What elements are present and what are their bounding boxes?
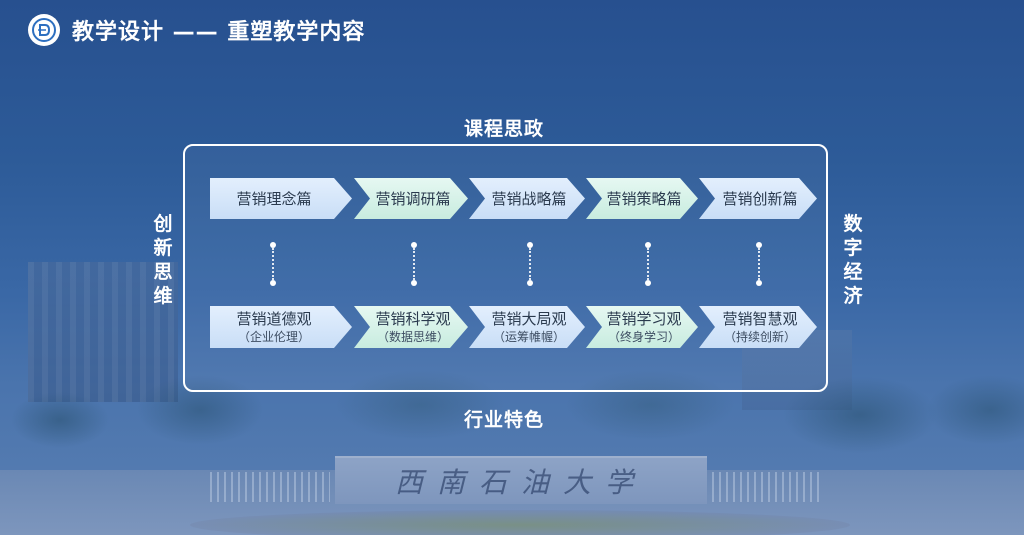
chapter-label: 营销创新篇	[722, 189, 798, 208]
chapter-label: 营销理念篇	[236, 189, 312, 208]
value-label: 营销科学观	[375, 309, 451, 328]
value-sublabel: （数据思维）	[376, 329, 449, 344]
chapter-label: 营销调研篇	[375, 189, 451, 208]
dotted-connector-3	[527, 242, 533, 286]
chapter-arrow-5: 营销创新篇	[699, 178, 817, 219]
slide-header: 教学设计 —— 重塑教学内容	[28, 14, 365, 46]
university-logo-icon	[28, 14, 60, 46]
value-sublabel: （运筹帷幄）	[492, 329, 565, 344]
value-arrow-2: 营销科学观 （数据思维）	[354, 306, 468, 348]
dotted-connector-4	[645, 242, 651, 286]
value-sublabel: （企业伦理）	[237, 329, 310, 344]
value-label: 营销学习观	[606, 309, 682, 328]
university-sign-text: 西南石油大学	[394, 466, 647, 499]
dotted-connector-2	[411, 242, 417, 286]
value-label: 营销道德观	[236, 309, 312, 328]
label-bottom: 行业特色	[464, 409, 545, 431]
chapter-arrow-1: 营销理念篇	[210, 178, 352, 219]
value-arrow-3: 营销大局观 （运筹帷幄）	[469, 306, 585, 348]
label-top: 课程思政	[464, 118, 545, 140]
value-label: 营销智慧观	[722, 309, 798, 328]
background-flowerbed	[190, 510, 850, 535]
background-fence-right	[712, 472, 822, 502]
value-arrow-4: 营销学习观 （终身学习）	[586, 306, 698, 348]
chapter-arrow-3: 营销战略篇	[469, 178, 585, 219]
value-sublabel: （持续创新）	[723, 329, 796, 344]
chapter-label: 营销战略篇	[491, 189, 567, 208]
university-sign-wall: 西南石油大学	[335, 456, 707, 504]
chapter-label: 营销策略篇	[606, 189, 682, 208]
background-trees	[0, 360, 1024, 470]
page-title: 教学设计 —— 重塑教学内容	[72, 20, 366, 45]
value-sublabel: （终身学习）	[607, 329, 680, 344]
label-left: 创新思维	[153, 213, 173, 307]
background-fence-left	[210, 472, 330, 502]
value-arrow-5: 营销智慧观 （持续创新）	[699, 306, 817, 348]
label-right: 数字经济	[843, 213, 863, 307]
value-label: 营销大局观	[491, 309, 567, 328]
dotted-connector-5	[756, 242, 762, 286]
chapter-arrow-2: 营销调研篇	[354, 178, 468, 219]
chapter-arrow-4: 营销策略篇	[586, 178, 698, 219]
value-arrow-1: 营销道德观 （企业伦理）	[210, 306, 352, 348]
dotted-connector-1	[270, 242, 276, 286]
